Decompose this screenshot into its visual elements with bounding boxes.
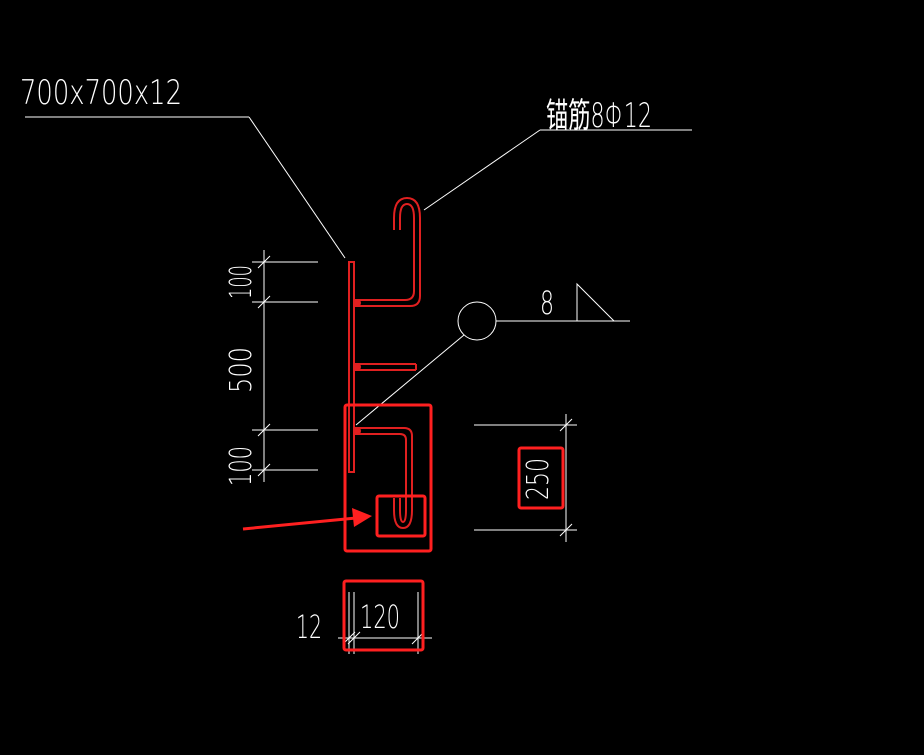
dim-label-250: 250 — [521, 458, 556, 500]
highlight-box-120-label — [342, 579, 425, 652]
left-dimension-chain — [252, 250, 318, 482]
svg-text:100: 100 — [224, 446, 259, 486]
weld-dots — [353, 299, 361, 435]
plate-spec-label: 700x700x12 — [20, 73, 182, 113]
weld-symbol — [355, 282, 630, 426]
dim-label-12: 12 — [296, 608, 322, 646]
svg-text:100: 100 — [224, 265, 259, 299]
highlight-annotations — [342, 403, 565, 652]
hook-height-dimension — [474, 414, 577, 542]
highlight-box-hook-region — [343, 403, 433, 553]
plate-leader — [25, 116, 346, 259]
dim-label-mid: 500 — [224, 347, 259, 393]
dim-label-top: 100 — [224, 265, 259, 299]
svg-text:250: 250 — [521, 458, 556, 500]
highlight-box-250-label — [517, 446, 565, 510]
annotation-arrow — [242, 508, 372, 531]
dim-label-bottom: 100 — [224, 446, 259, 486]
anchor-spec-label: 锚筋8Φ12 — [546, 96, 652, 136]
svg-text:500: 500 — [224, 347, 259, 393]
anchor-leader — [423, 129, 692, 211]
dim-label-120: 120 — [360, 598, 400, 636]
anchor-bars — [354, 196, 421, 530]
weld-size-label: 8 — [540, 284, 554, 322]
bottom-dimension — [338, 592, 432, 654]
highlight-box-hook-end — [375, 494, 427, 538]
